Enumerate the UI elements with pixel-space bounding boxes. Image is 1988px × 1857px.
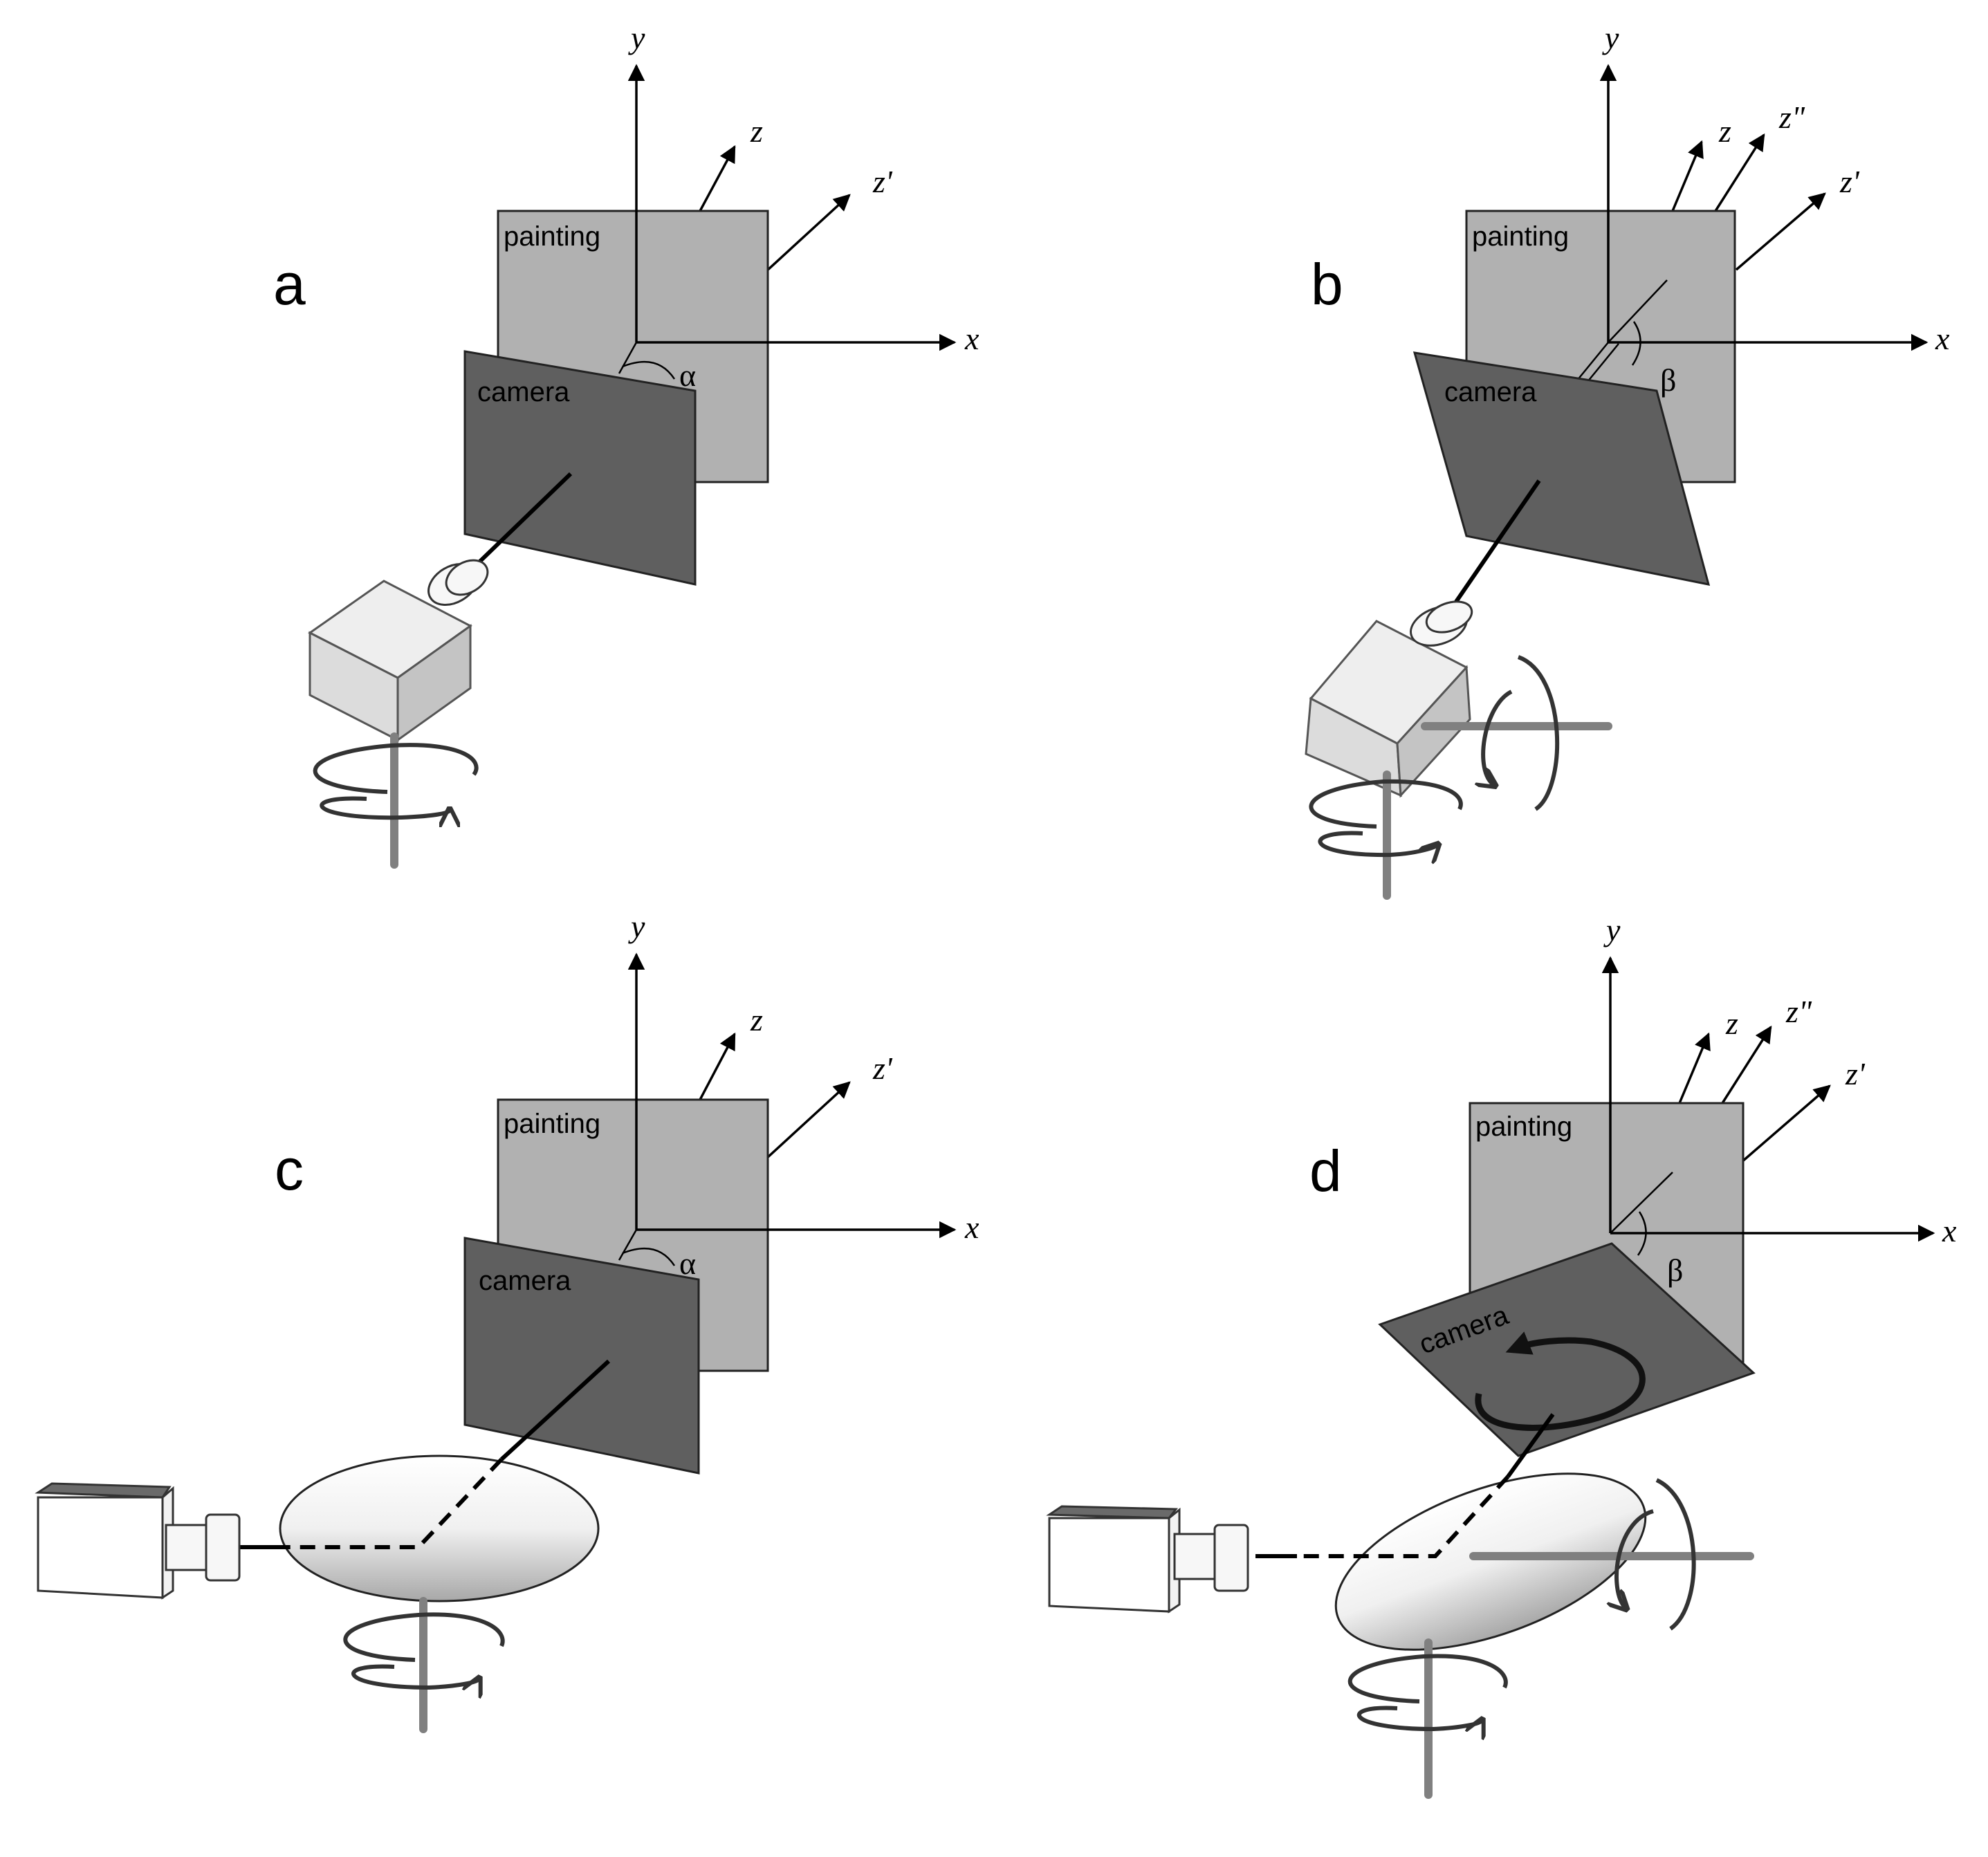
rotation-arrow-back xyxy=(343,1612,505,1662)
z-axis-label: z xyxy=(750,1002,763,1037)
tilt-arrow-back xyxy=(1655,1478,1696,1631)
rotating-mirror xyxy=(1334,1472,1647,1651)
optical-axis-projection xyxy=(618,1229,638,1261)
z-axis-label: z xyxy=(1725,1006,1738,1041)
painting-label: painting xyxy=(1472,221,1569,252)
camera-plane xyxy=(1378,1242,1756,1457)
rotation-arrow-front xyxy=(1318,831,1437,856)
camera-body xyxy=(35,1482,241,1600)
camera-plane xyxy=(463,350,697,586)
panel-letter: b xyxy=(1311,252,1343,317)
rotation-arrow-back xyxy=(313,743,479,794)
tilt-arrow-back xyxy=(1517,655,1560,811)
camera-body xyxy=(1305,600,1473,798)
reflected-path xyxy=(1294,1475,1510,1558)
optical-axis-projection xyxy=(618,342,638,374)
y-axis-label: y xyxy=(628,909,645,944)
box-front xyxy=(37,1496,164,1599)
camera-label: camera xyxy=(1444,377,1537,407)
rotation-arrow-back xyxy=(1309,779,1463,829)
x-axis-label: x xyxy=(1935,321,1950,356)
painting-label: painting xyxy=(504,1109,600,1139)
z-prime-axis-label: z' xyxy=(872,1051,893,1086)
angle-label: α xyxy=(679,1246,696,1281)
tilt-arrow-front xyxy=(1617,1509,1654,1608)
painting-label: painting xyxy=(1475,1111,1572,1142)
y-axis-label: y xyxy=(628,20,645,55)
z-prime-axis xyxy=(1740,1084,1831,1163)
tilt-arrow-front xyxy=(1483,690,1513,785)
optical-axis-projection-2 xyxy=(1587,343,1619,382)
lens xyxy=(1173,1533,1217,1580)
panel-b: b painting y x z z" z' β camera xyxy=(1305,20,1950,900)
lens-ring xyxy=(205,1513,241,1582)
optical-axis xyxy=(1506,1413,1555,1478)
camera-rotation-arrow xyxy=(1475,1331,1646,1431)
optical-axis xyxy=(499,1359,611,1461)
z-prime-axis xyxy=(765,194,851,272)
z-axis-label: z xyxy=(1718,113,1731,149)
rotation-arrow-back xyxy=(1347,1654,1508,1703)
camera-plane xyxy=(463,1237,700,1475)
angle-label: α xyxy=(679,358,696,393)
rotation-arrow-front xyxy=(320,796,450,818)
z-double-prime-axis xyxy=(1721,1025,1772,1104)
z-prime-axis-label: z' xyxy=(872,164,893,199)
z-axis xyxy=(699,1032,736,1100)
angle-label: β xyxy=(1667,1253,1683,1288)
cube-side xyxy=(1396,665,1471,798)
panel-letter: c xyxy=(275,1137,304,1202)
panel-letter: d xyxy=(1309,1138,1342,1203)
z-axis xyxy=(699,145,736,212)
angle-arc xyxy=(622,1247,676,1266)
z-prime-axis-label: z' xyxy=(1839,164,1860,199)
panel-letter: a xyxy=(273,252,306,317)
box-front xyxy=(1048,1517,1170,1613)
z-prime-axis-label: z' xyxy=(1845,1056,1866,1091)
lens-ring xyxy=(1425,600,1473,634)
panel-d: d painting y x z z" z' β camera xyxy=(1046,912,1957,1799)
z-prime-axis xyxy=(1735,192,1826,271)
panel-c: c painting y x z z' α camera xyxy=(35,909,979,1733)
camera-body xyxy=(1046,1505,1249,1614)
rotating-mirror xyxy=(279,1454,600,1602)
camera-label: camera xyxy=(479,1266,571,1296)
y-axis-label: y xyxy=(1603,912,1621,948)
optical-axis xyxy=(468,472,573,573)
box-top xyxy=(35,1482,172,1499)
x-axis-label: x xyxy=(964,1210,979,1245)
lens xyxy=(165,1524,209,1571)
angle-arc xyxy=(1637,1211,1647,1256)
angle-arc xyxy=(1631,321,1641,366)
y-axis-label: y xyxy=(1602,20,1619,55)
x-axis-label: x xyxy=(1942,1213,1957,1248)
z-axis-label: z xyxy=(750,113,763,149)
camera-plane xyxy=(1412,351,1711,586)
tilted-axis xyxy=(1608,279,1668,343)
camera-label: camera xyxy=(477,377,570,407)
lens-ring xyxy=(445,559,489,596)
camera-body xyxy=(308,559,489,742)
box-top xyxy=(1046,1505,1178,1519)
angle-label: β xyxy=(1660,362,1676,398)
rotation-arrow-front xyxy=(351,1664,479,1688)
cube-side xyxy=(396,624,472,742)
z-prime-axis xyxy=(765,1081,851,1160)
z-axis xyxy=(1671,140,1704,212)
z-double-prime-axis-label: z" xyxy=(1778,100,1805,135)
z-double-prime-axis xyxy=(1714,133,1765,212)
angle-arc xyxy=(622,360,676,380)
lens-ring xyxy=(1213,1524,1249,1592)
painting-label: painting xyxy=(504,221,600,252)
tilted-axis xyxy=(1610,1172,1673,1234)
z-double-prime-axis-label: z" xyxy=(1785,994,1812,1029)
x-axis-label: x xyxy=(964,321,979,356)
panel-a: a painting y x z z' α camera xyxy=(273,20,979,869)
optical-axis xyxy=(1454,479,1541,603)
z-axis xyxy=(1678,1032,1711,1104)
rotation-arrow-front xyxy=(1356,1706,1482,1729)
optical-axis-projection xyxy=(1576,342,1609,381)
